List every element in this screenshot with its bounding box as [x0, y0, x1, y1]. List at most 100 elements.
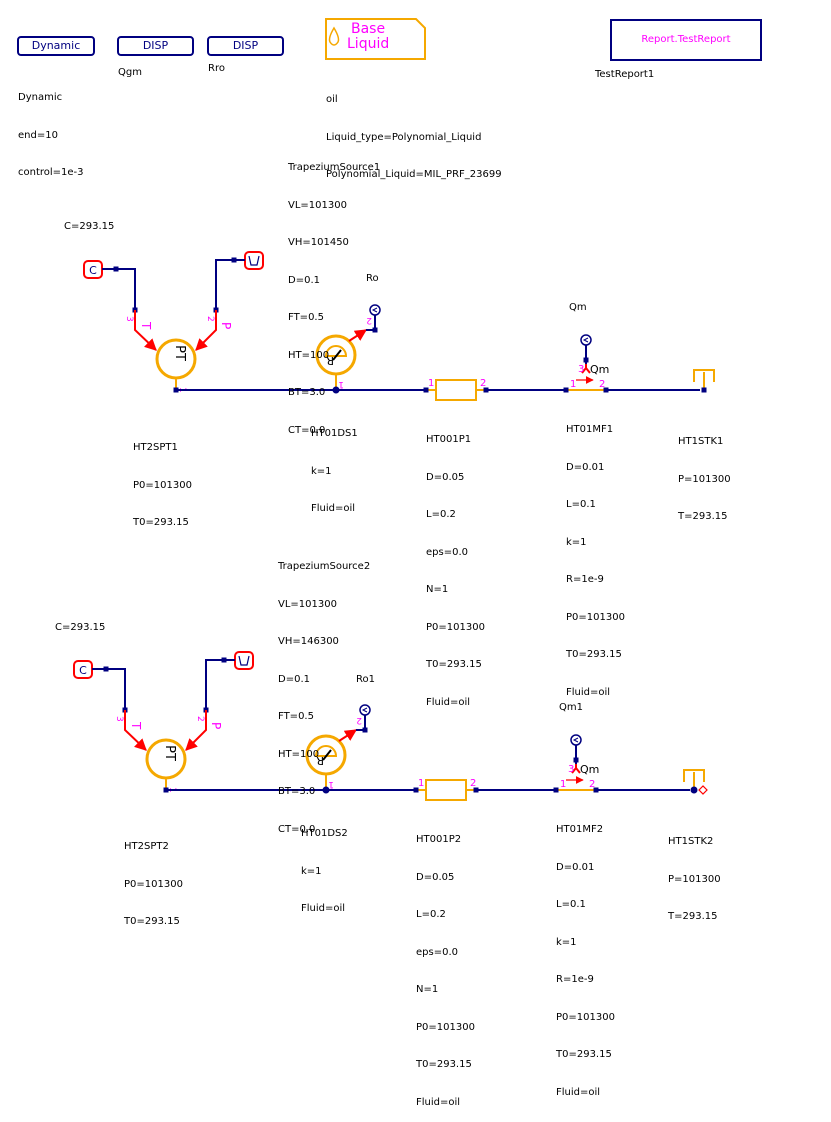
param-line: HT001P2: [416, 834, 462, 845]
probe-glyph: [371, 307, 378, 313]
param-line: P0=101300: [416, 1021, 475, 1033]
wire-node: [221, 657, 227, 663]
param-line: TrapeziumSource1: [288, 162, 381, 173]
disp-ro-name: Rro: [208, 63, 225, 74]
param-line: control=1e-3: [18, 167, 84, 178]
param-line: L=0.2: [416, 909, 446, 920]
param-line: L=0.1: [556, 899, 586, 910]
stack-terminal-component[interactable]: [693, 369, 715, 390]
param-line: T=293.15: [678, 511, 728, 522]
trapezium-frame: [244, 251, 264, 270]
param-line: N=1: [416, 984, 439, 995]
param-line: Polynomial_Liquid=MIL_PRF_23699: [326, 169, 502, 180]
report-block[interactable]: Report.TestReport: [610, 19, 762, 61]
param-line: CT=0.0: [278, 823, 316, 835]
trapezium-source-2-params: TrapeziumSource2 VL=101300 VH=146300 D=0…: [278, 536, 370, 849]
pin-label-2: 2: [480, 378, 486, 389]
trapezium-source-block[interactable]: [234, 651, 254, 670]
disp-ro-block[interactable]: DISP: [207, 36, 284, 56]
probe-icon: [359, 704, 371, 716]
pin-label-T: T: [129, 721, 143, 730]
param-line: T0=293.15: [566, 649, 622, 660]
wire-node: [423, 387, 429, 393]
schematic-canvas: C32TPPT1R1212123Qm C32TPPT1R1212123Qm: [73, 251, 715, 801]
param-line: HT1STK1: [678, 436, 724, 447]
ds-glyph: R: [316, 754, 324, 767]
wire-node: [413, 787, 419, 793]
label-line: Liquid: [347, 36, 390, 52]
pin-label-1: 1: [428, 378, 434, 389]
param-line: HT01DS2: [301, 828, 348, 839]
ds-2-sensor-name: Ro1: [356, 674, 375, 685]
param-line: Fluid=oil: [301, 903, 346, 914]
mf-output-label: Qm: [580, 763, 599, 776]
param-line: D=0.01: [556, 861, 595, 873]
density-sensor-component[interactable]: R1: [315, 334, 357, 394]
param-line: D=0.05: [426, 471, 465, 483]
pin-label-3: 3: [114, 716, 124, 722]
param-line: CT=0.0: [288, 424, 326, 436]
mf-signal-out: [571, 764, 581, 774]
pt-glyph: PT: [172, 345, 187, 361]
param-line: HT1STK2: [668, 836, 714, 847]
param-line: eps=0.0: [426, 546, 468, 558]
display-probe[interactable]: [359, 704, 371, 716]
param-line: R=1e-9: [566, 574, 604, 585]
base-liquid-block[interactable]: Base Liquid: [325, 18, 426, 60]
param-line: N=1: [426, 584, 449, 595]
param-line: FT=0.5: [288, 312, 324, 323]
pin-label-P: P: [219, 322, 233, 329]
pt-component[interactable]: PT1: [145, 738, 187, 793]
pt-2-params: HT2SPT2 P0=101300 T0=293.15: [124, 816, 183, 941]
pin-label-3: 3: [568, 764, 574, 775]
circuit-2: C32TPPT1R1212123Qm: [73, 651, 708, 801]
param-line: D=0.1: [288, 274, 320, 286]
pin-label-T: T: [139, 321, 153, 330]
ds-glyph: R: [326, 354, 334, 367]
param-line: k=1: [311, 465, 332, 477]
ds-junction: [322, 786, 330, 794]
pin-label-2: 2: [195, 716, 205, 722]
param-line: HT01DS1: [311, 428, 358, 439]
param-line: VL=101300: [288, 199, 347, 211]
param-line: T=293.15: [668, 911, 718, 922]
probe-glyph: [572, 737, 579, 743]
param-line: HT2SPT2: [124, 841, 169, 852]
param-line: BT=3.0: [288, 387, 326, 398]
param-line: end=10: [18, 129, 58, 141]
trapezium-frame: [234, 651, 254, 670]
display-probe[interactable]: [369, 304, 381, 316]
wire-node: [231, 257, 237, 263]
mf-output-label: Qm: [590, 363, 609, 376]
disp-qm-block[interactable]: DISP: [117, 36, 194, 56]
param-line: k=1: [556, 936, 577, 948]
display-probe[interactable]: [570, 734, 582, 746]
constant-block[interactable]: C: [73, 660, 93, 679]
constant-block[interactable]: C: [83, 260, 103, 279]
density-sensor-component[interactable]: R1: [305, 734, 347, 794]
mf-1-params: HT01MF1 D=0.01 L=0.1 k=1 R=1e-9 P0=10130…: [566, 399, 625, 712]
trapezium-source-1-params: TrapeziumSource1 VL=101300 VH=101450 D=0…: [288, 137, 380, 450]
display-probe[interactable]: [580, 334, 592, 346]
param-line: L=0.1: [566, 499, 596, 510]
param-line: T0=293.15: [416, 1059, 472, 1070]
tank-icon: [693, 369, 715, 382]
ds-needle: [332, 349, 342, 361]
tank-icon: [683, 769, 705, 782]
dynamic-block[interactable]: Dynamic: [17, 36, 95, 56]
pt-component[interactable]: PT1: [155, 338, 197, 393]
trapezium-source-block[interactable]: [244, 251, 264, 270]
constant-glyph: C: [79, 664, 87, 677]
param-line: Fluid=oil: [566, 686, 611, 698]
ds-1-sensor-name: Ro: [366, 273, 379, 284]
wire-node: [573, 757, 579, 763]
param-line: BT=3.0: [278, 786, 316, 797]
droplet-icon: [328, 26, 340, 46]
report-name: TestReport1: [595, 69, 655, 80]
ds-gauge-icon: [324, 345, 348, 357]
dynamic-params: Dynamic end=10 control=1e-3: [18, 67, 84, 192]
